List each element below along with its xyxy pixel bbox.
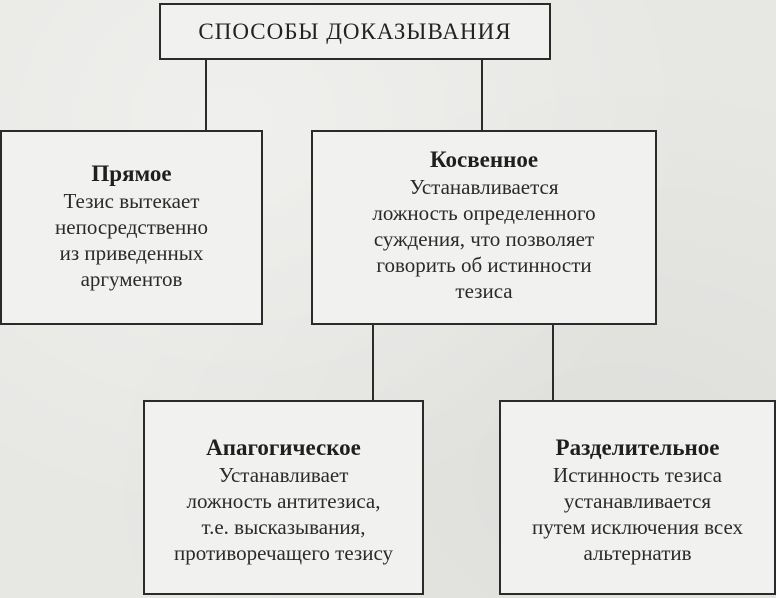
node-indirect-desc-line: ложность определенного: [372, 201, 596, 225]
node-indirect-desc-line: говорить об истинности: [376, 253, 592, 277]
node-apagogic-desc-line: противоречащего тезису: [174, 541, 393, 565]
node-disjunctive-title: Разделительное: [555, 435, 720, 460]
node-indirect-title: Косвенное: [429, 147, 539, 172]
node-apagogic: Апагогическое Устанавливает ложность ант…: [143, 400, 424, 595]
node-indirect-desc-line: тезиса: [455, 279, 513, 303]
node-direct-desc-line: из приведенных: [59, 241, 204, 265]
node-direct: Прямое Тезис вытекает непосредственно из…: [0, 130, 263, 325]
root-label: СПОСОБЫ ДОКАЗЫВАНИЯ: [198, 18, 512, 44]
node-apagogic-desc-line: ложность антитезиса,: [186, 489, 381, 513]
node-indirect-desc-line: суждения, что позволяет: [373, 227, 595, 251]
node-root: СПОСОБЫ ДОКАЗЫВАНИЯ: [159, 3, 551, 60]
node-direct-desc-line: аргументов: [80, 267, 183, 291]
node-disjunctive-desc-line: устанавливается: [563, 489, 712, 513]
node-apagogic-desc-line: т.е. высказывания,: [201, 515, 366, 539]
node-direct-title: Прямое: [91, 161, 172, 186]
node-direct-desc-line: непосредственно: [55, 215, 208, 239]
node-direct-desc-line: Тезис вытекает: [63, 189, 200, 213]
node-disjunctive-desc-line: Истинность тезиса: [553, 463, 722, 487]
node-disjunctive-desc-line: альтернатив: [583, 541, 692, 565]
node-apagogic-title: Апагогическое: [206, 435, 361, 460]
node-indirect: Косвенное Устанавливается ложность опред…: [311, 130, 657, 325]
node-indirect-desc-line: Устанавливается: [409, 175, 559, 199]
node-apagogic-desc-line: Устанавливает: [218, 463, 349, 487]
node-disjunctive-desc-line: путем исключения всех: [531, 515, 744, 539]
node-disjunctive: Разделительное Истинность тезиса устанав…: [499, 400, 776, 595]
